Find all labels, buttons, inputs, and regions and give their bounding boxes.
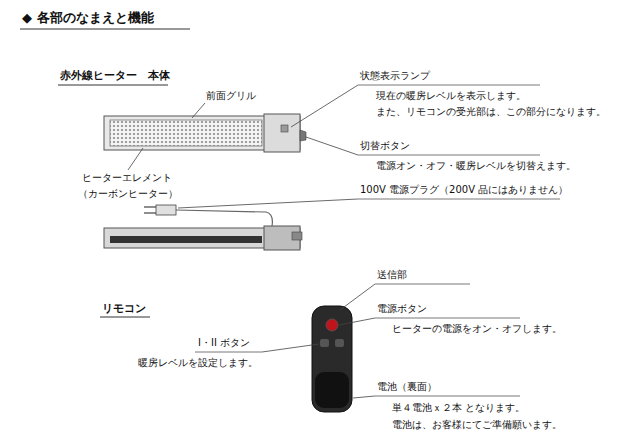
description: 単４電池ｘ２本 となります。 — [392, 402, 525, 413]
section-heading: 赤外線ヒーター 本体 — [60, 69, 170, 82]
part-note: （カーボンヒーター） — [78, 188, 178, 200]
page-heading: ◆ 各部のなまえと機能 — [22, 10, 154, 26]
part-name: 送信部 — [377, 269, 407, 281]
description: ヒーターの電源をオン・オフします。 — [392, 323, 562, 334]
part-name: 前面グリル — [206, 90, 256, 102]
description: 現在の暖房レベルを表示します。 — [376, 90, 526, 101]
description: 電池は、お客様にてご準備願います。 — [392, 419, 562, 430]
part-name: ヒーターエレメント — [82, 172, 172, 184]
part-name: 電源ボタン — [377, 303, 427, 315]
description: また、リモコンの受光部は、この部分になります。 — [376, 106, 606, 117]
description: 暖房レベルを設定します。 — [138, 357, 258, 368]
part-name: 状態表示ランプ — [360, 70, 430, 82]
part-name: 切替ボタン — [360, 140, 410, 152]
part-name: I・II ボタン — [198, 337, 250, 349]
description: 電源オン・オフ・暖房レベルを切替えます。 — [376, 160, 576, 171]
part-name: 電池（裏面） — [377, 381, 437, 393]
part-name: 100V 電源プラグ（200V 品にはありません） — [360, 184, 568, 196]
section-heading: リモコン — [102, 302, 146, 315]
